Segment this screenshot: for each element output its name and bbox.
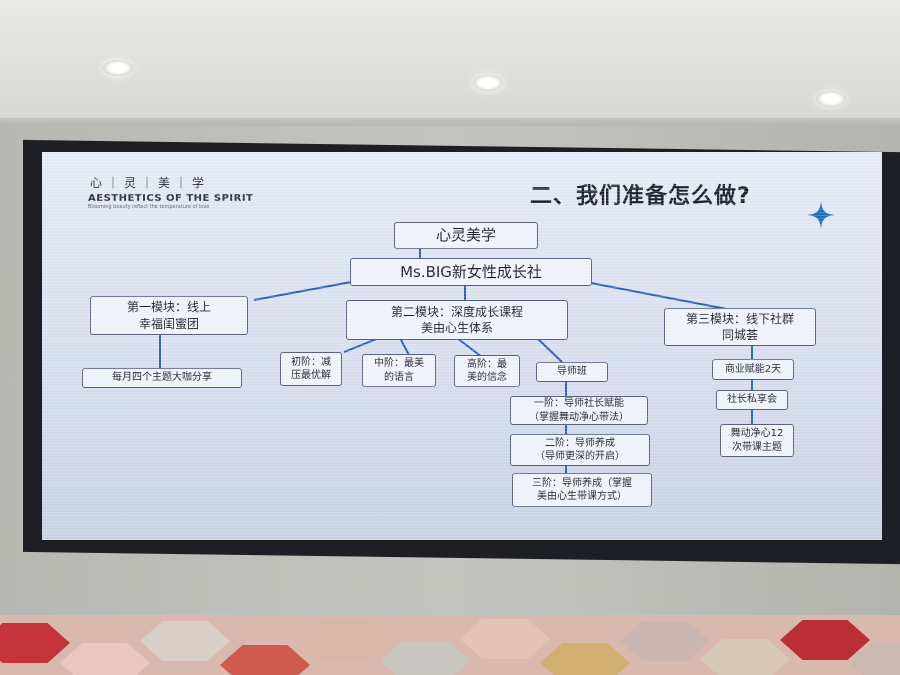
carpet-tile [300, 620, 390, 660]
ceiling-light [473, 75, 503, 91]
slide-title: 二、我们准备怎么做? [530, 184, 751, 209]
carpet-tile [700, 639, 790, 675]
connector-lines [159, 249, 753, 473]
carpet-tile [620, 621, 710, 661]
node-module-1-child: 每月四个主题大咖分享 [82, 368, 242, 388]
carpet-tile [460, 619, 550, 659]
brand-tagline: Blooming beauty reflect the temperature … [88, 204, 210, 210]
ceiling [0, 0, 900, 125]
carpet-tile [140, 621, 230, 661]
node-ms-big: Ms.BIG新女性成长社 [350, 258, 592, 286]
carpet-tile [220, 645, 310, 675]
brand-name-en: AESTHETICS OF THE SPIRIT [88, 193, 254, 204]
projected-slide: 心｜灵｜美｜学 AESTHETICS OF THE SPIRIT Bloomin… [42, 152, 882, 540]
node-root: 心灵美学 [394, 222, 538, 249]
node-module-3-child: 社长私享会 [716, 390, 788, 410]
node-module-3-child: 商业赋能2天 [712, 359, 794, 380]
node-module-2-child: 初阶：减 压最优解 [280, 352, 342, 386]
node-module-2-child: 高阶：最 美的信念 [454, 355, 520, 387]
node-module-2-child: 中阶：最美 的语言 [362, 354, 436, 387]
node-mentor-step: 二阶：导师养成 （导师更深的开启） [510, 434, 650, 466]
node-module-2: 第二模块：深度成长课程 美由心生体系 [346, 300, 568, 340]
brand-name-cn: 心｜灵｜美｜学 [90, 176, 210, 190]
node-module-1: 第一模块：线上 幸福闺蜜团 [90, 296, 248, 335]
carpet-tile [60, 643, 150, 675]
carpet-tile [380, 641, 470, 675]
ceiling-light [103, 60, 133, 76]
carpet-tile [780, 620, 870, 660]
star-icon [807, 201, 835, 229]
carpet-floor [0, 615, 900, 675]
ceiling-edge [0, 118, 900, 126]
ceiling-light [816, 91, 846, 107]
carpet-tile [0, 623, 70, 663]
node-mentor-class: 导师班 [536, 362, 608, 382]
carpet-tile [540, 643, 630, 675]
node-mentor-step: 一阶：导师社长赋能 （掌握舞动净心带法） [510, 396, 648, 425]
node-module-3: 第三模块：线下社群 同城荟 [664, 308, 816, 346]
node-mentor-step: 三阶：导师养成（掌握 美由心生带课方式） [512, 473, 652, 507]
node-module-3-child: 舞动净心12 次带课主题 [720, 424, 794, 457]
